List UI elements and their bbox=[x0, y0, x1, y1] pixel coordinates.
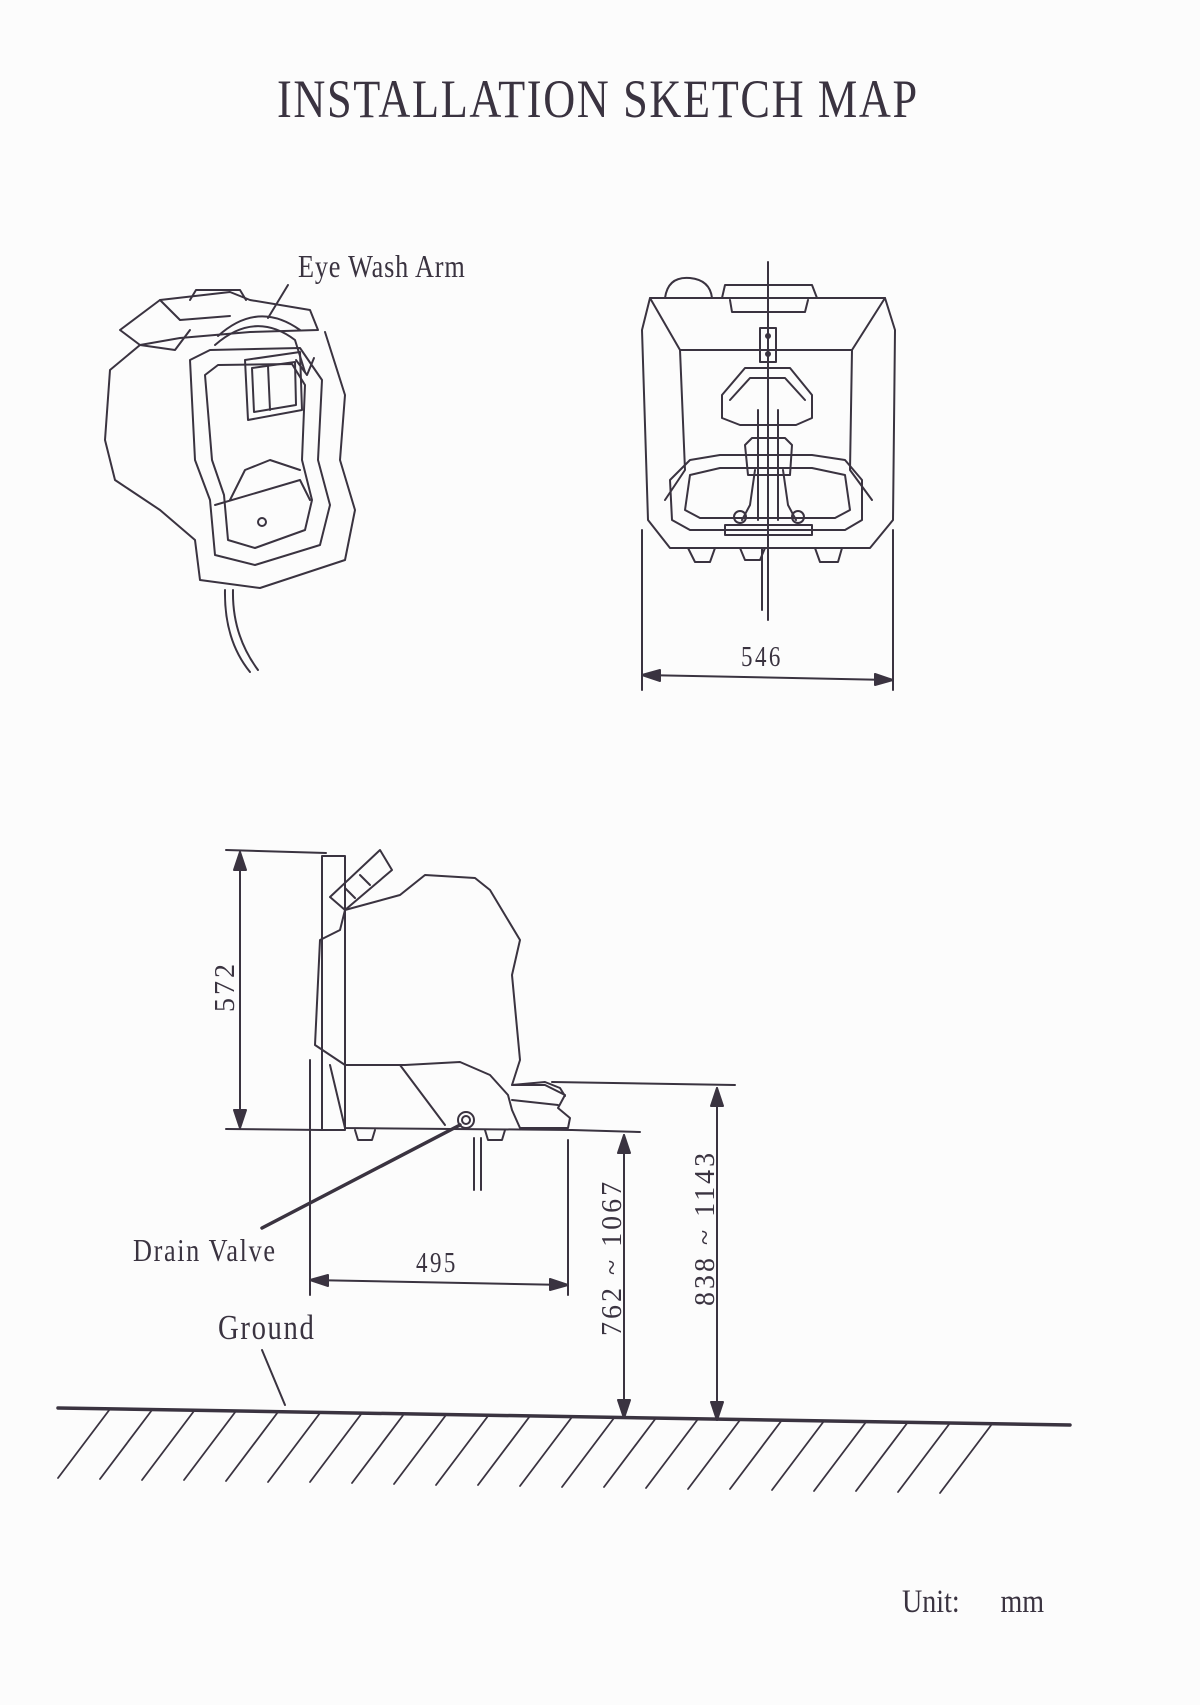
perspective-view bbox=[104, 284, 356, 673]
side-view bbox=[225, 849, 736, 1421]
side-height-dimension: 572 bbox=[210, 961, 241, 1012]
eye-wash-arm-label: Eye Wash Arm bbox=[298, 248, 466, 284]
drain-valve-label: Drain Valve bbox=[133, 1232, 277, 1268]
bottom-height-range-dimension: 762 ~ 1067 bbox=[597, 1178, 628, 1336]
ground-label: Ground bbox=[218, 1308, 316, 1347]
unit-value: mm bbox=[1000, 1584, 1045, 1620]
ground-hatching bbox=[56, 1349, 1072, 1494]
front-view bbox=[641, 261, 896, 691]
front-width-dimension: 546 bbox=[741, 642, 783, 673]
unit-label: Unit: bbox=[902, 1584, 960, 1620]
page-title: INSTALLATION SKETCH MAP bbox=[277, 69, 919, 129]
side-depth-dimension: 495 bbox=[416, 1248, 458, 1279]
top-height-range-dimension: 838 ~ 1143 bbox=[690, 1149, 721, 1306]
unit-note: Unit: mm bbox=[902, 1584, 1085, 1621]
